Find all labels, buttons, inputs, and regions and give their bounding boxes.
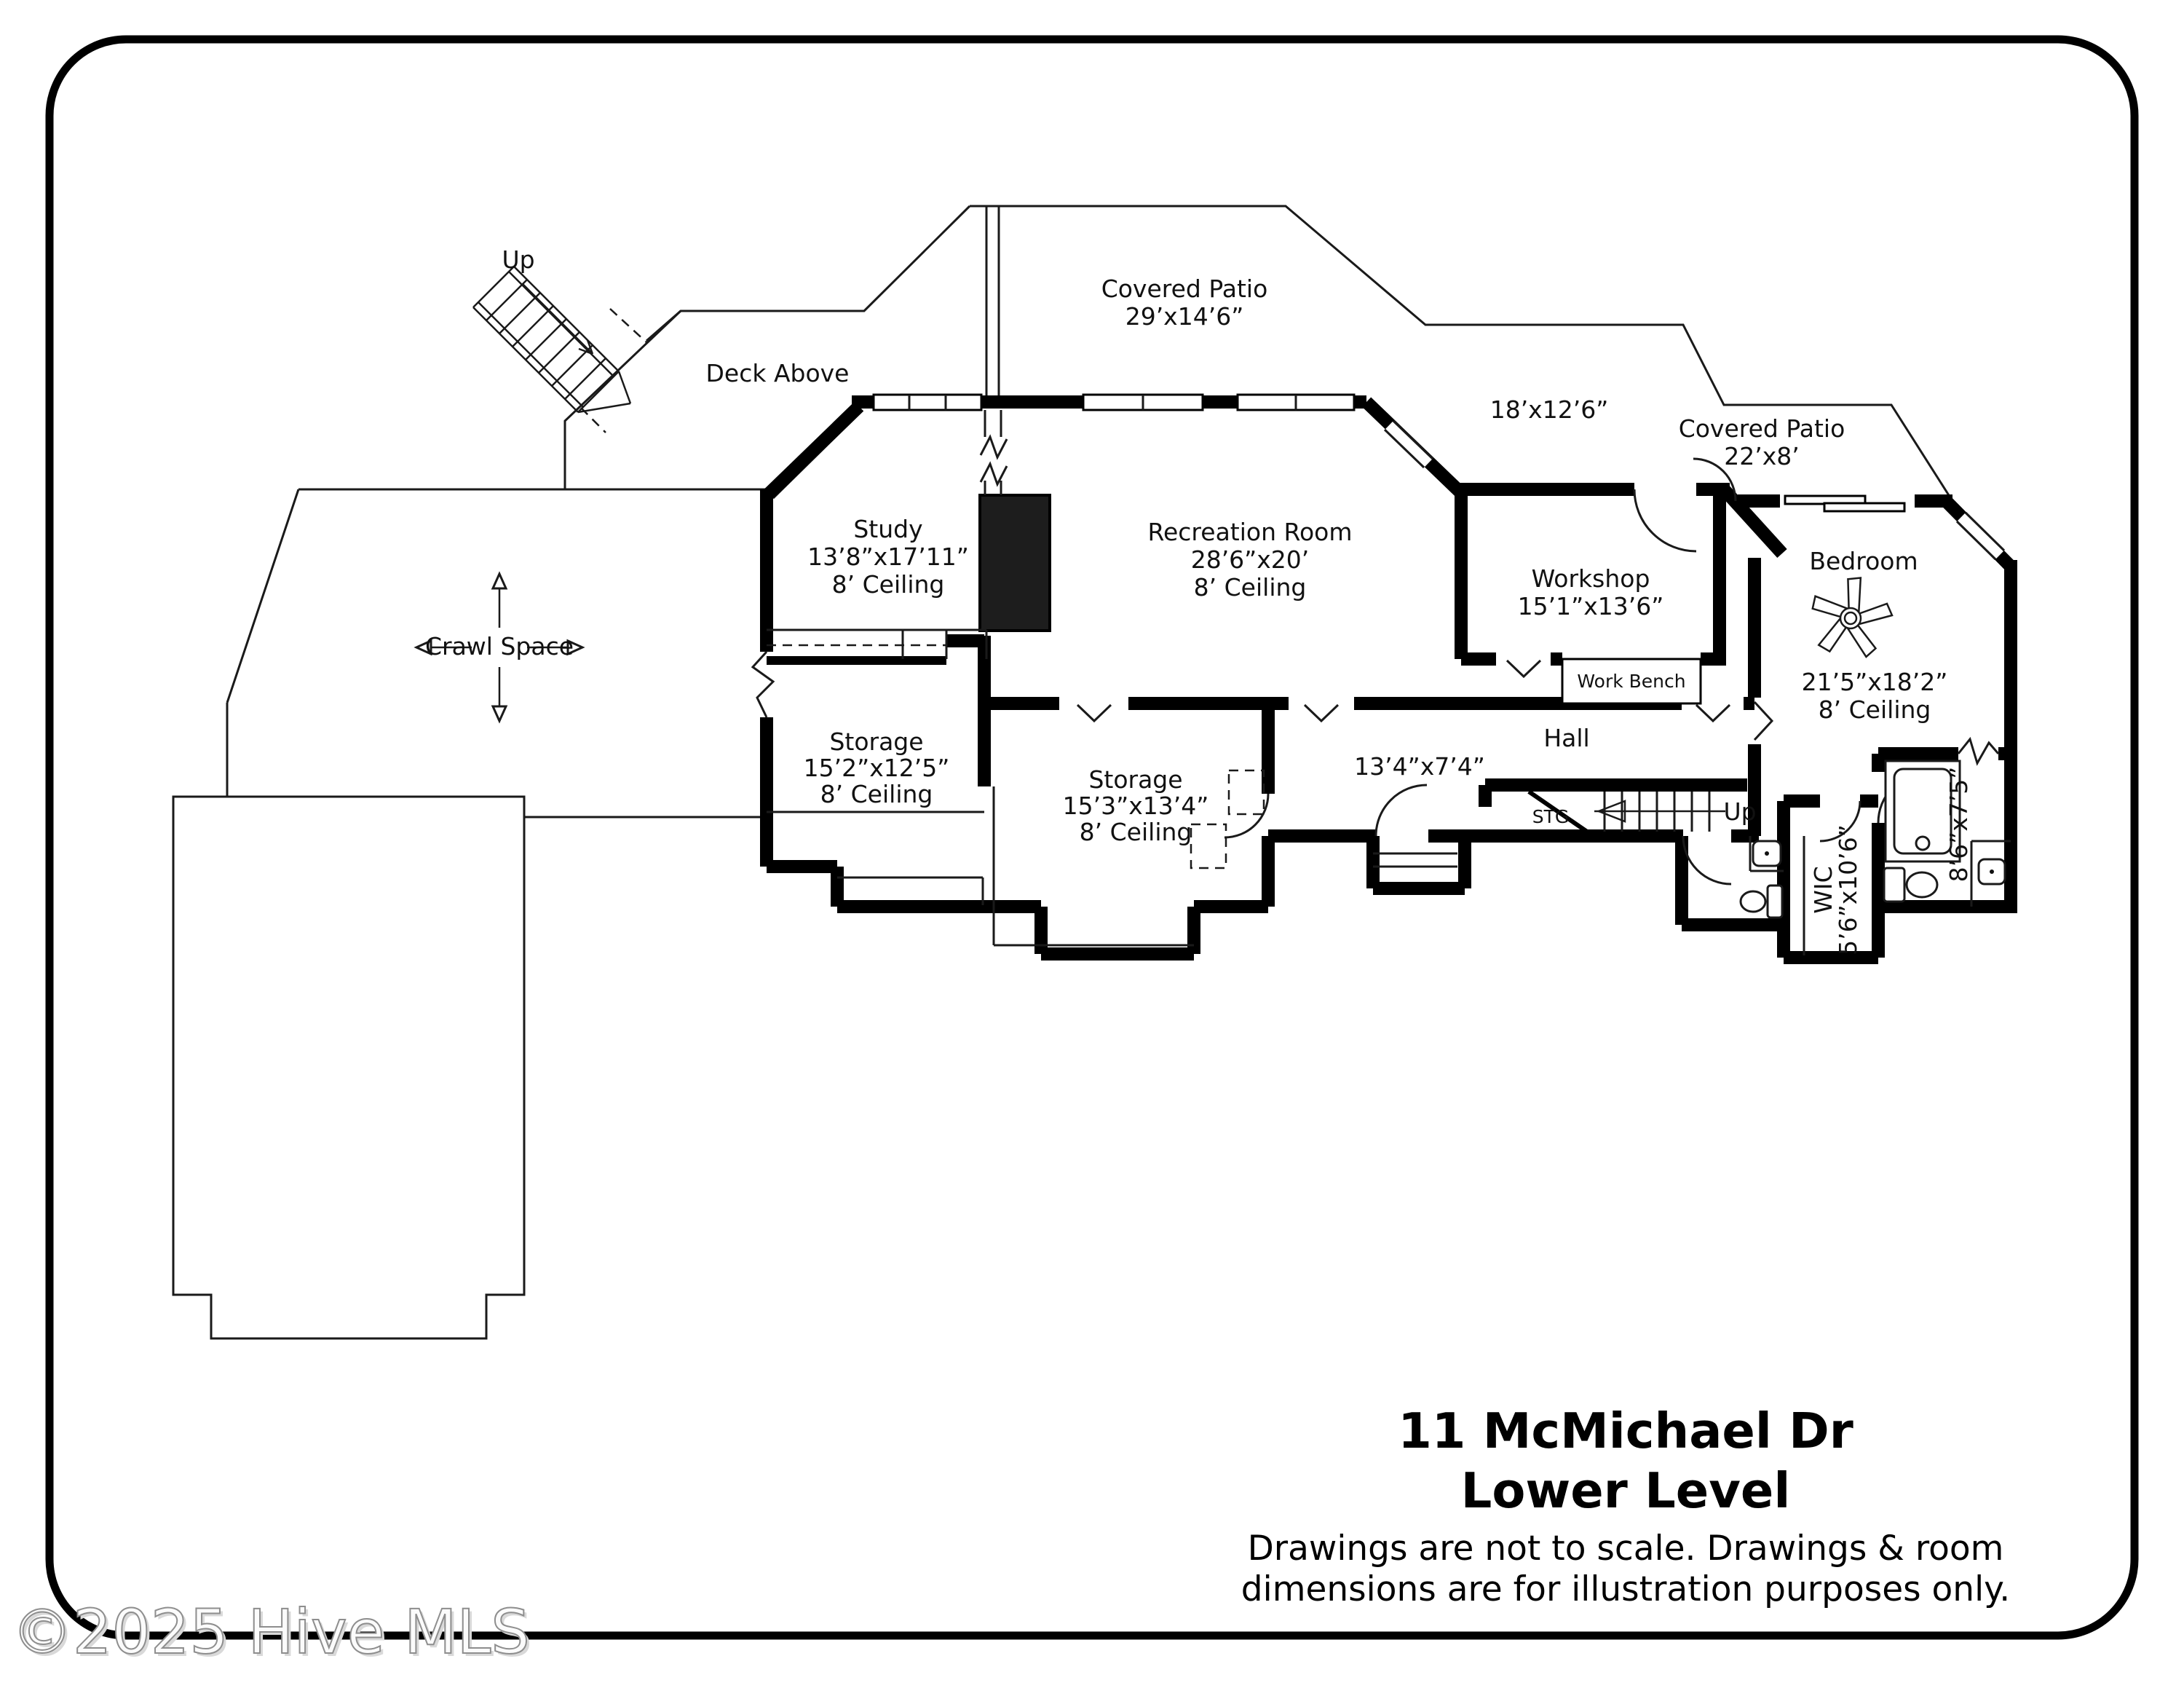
vanity-sink-icon: [1970, 840, 2011, 907]
windows: [872, 393, 2006, 561]
title-level: Lower Level: [1461, 1462, 1791, 1519]
wic-name: WIC: [1809, 866, 1837, 913]
crawl-space-arrows-icon: [414, 571, 585, 724]
patio-upper-dims: 29’x14’6”: [1125, 302, 1244, 331]
watermark: ©2025 Hive MLS ©2025 Hive MLS: [11, 1596, 533, 1671]
wic-dims: 5’6”x10’6”: [1834, 824, 1862, 955]
bath-dims: 8’6”x7’5”: [1944, 767, 1973, 883]
rec-ceiling: 8’ Ceiling: [1194, 573, 1307, 602]
outdoor-labels: Deck Above Covered Patio 29’x14’6” 18’x1…: [705, 275, 1845, 470]
storage-west-name: Storage: [829, 727, 923, 756]
stg-label: STG: [1532, 806, 1570, 827]
watermark-shadow: ©2025 Hive MLS: [15, 1599, 533, 1671]
study-name: Study: [853, 515, 922, 543]
storage-center-ceiling: 8’ Ceiling: [1080, 818, 1192, 846]
room-labels: Study 13’8”x17’11” 8’ Ceiling Recreation…: [425, 515, 1973, 955]
disclaimer-line2: dimensions are for illustration purposes…: [1241, 1569, 2010, 1609]
walls: [760, 395, 2017, 964]
title-address: 11 McMichael Dr: [1398, 1403, 1853, 1459]
powder-toilet-icon: [1739, 884, 1784, 919]
rec-dims: 28’6”x20’: [1191, 545, 1310, 574]
workshop-name: Workshop: [1532, 564, 1650, 593]
watermark-text: ©2025 Hive MLS: [12, 1596, 530, 1668]
bathtub-icon: [1884, 760, 1961, 863]
main-stairs-icon: [1527, 789, 1725, 834]
storage-west-dims: 15’2”x12’5”: [804, 754, 950, 782]
bump-out-shelves: [1373, 852, 1457, 868]
storage-center-name: Storage: [1088, 765, 1182, 794]
title-block: 11 McMichael Dr Lower Level Drawings are…: [1241, 1403, 2010, 1609]
storage-center-details: [992, 769, 1265, 947]
powder-sink-icon: [1752, 840, 1782, 867]
work-bench-box: [1561, 658, 1702, 705]
rec-name: Recreation Room: [1148, 518, 1353, 546]
study-shelves: [767, 628, 988, 659]
terrace-dims: 18’x12’6”: [1490, 395, 1609, 424]
fireplace: [978, 410, 1051, 632]
storage-center-dims: 15’3”x13’4”: [1063, 792, 1209, 820]
workshop-dims: 15’1”x13’6”: [1518, 592, 1664, 620]
deck-stairs-icon: [472, 266, 647, 433]
toilet-icon: [1883, 867, 1939, 903]
bedroom-dims: 21’5”x18’2”: [1802, 668, 1948, 696]
stairs-up-label: Up: [1723, 797, 1756, 826]
patio-upper-name: Covered Patio: [1101, 275, 1268, 303]
storage-west-details: [751, 650, 984, 905]
patio-right-dims: 22’x8’: [1724, 442, 1800, 470]
deck-stairs-up-label: Up: [502, 245, 534, 274]
study-ceiling: 8’ Ceiling: [832, 570, 945, 599]
deck-above-label: Deck Above: [705, 359, 849, 387]
study-dims: 13’8”x17’11”: [807, 543, 969, 571]
open-doorway-chevrons: [1076, 659, 1774, 741]
disclaimer-line1: Drawings are not to scale. Drawings & ro…: [1248, 1529, 2004, 1569]
bedroom-ceiling: 8’ Ceiling: [1819, 695, 1931, 724]
page-border: [45, 35, 2139, 1640]
powder-details: [1749, 836, 1784, 872]
hall-dims: 13’4”x7’4”: [1354, 752, 1485, 781]
hall-name: Hall: [1543, 724, 1589, 752]
bedroom-name: Bedroom: [1809, 547, 1918, 575]
door-arcs: [1224, 457, 2000, 886]
patio-right-name: Covered Patio: [1679, 414, 1845, 443]
crawl-space-name: Crawl Space: [425, 632, 574, 660]
storage-west-ceiling: 8’ Ceiling: [820, 780, 933, 808]
work-bench-label: Work Bench: [1577, 671, 1685, 692]
ceiling-fan-icon: [1811, 577, 1894, 658]
